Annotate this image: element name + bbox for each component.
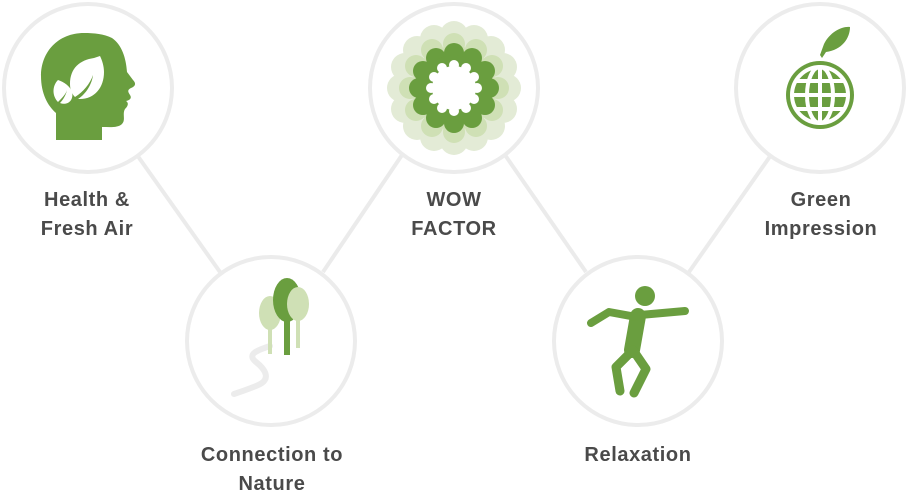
head-with-leaf-icon bbox=[41, 33, 136, 140]
connector-nature-wow bbox=[321, 153, 404, 274]
node-label-nature: Connection to Nature bbox=[200, 444, 344, 495]
globe-with-leaf-icon bbox=[786, 26, 854, 129]
node-label-wow: WOW FACTOR bbox=[411, 189, 497, 240]
trees-and-path-icon bbox=[231, 278, 309, 397]
connector-relax-green bbox=[687, 153, 773, 274]
connector-wow-relax bbox=[503, 153, 588, 274]
connector-health-nature bbox=[135, 153, 222, 274]
node-label-health: Health & Fresh Air bbox=[40, 189, 134, 240]
node-label-green: Green Impression bbox=[764, 189, 878, 240]
connectors bbox=[135, 153, 773, 274]
node-label-relax: Relaxation bbox=[584, 444, 692, 466]
dancing-person-icon bbox=[587, 286, 689, 398]
flower-burst-icon bbox=[387, 21, 521, 155]
